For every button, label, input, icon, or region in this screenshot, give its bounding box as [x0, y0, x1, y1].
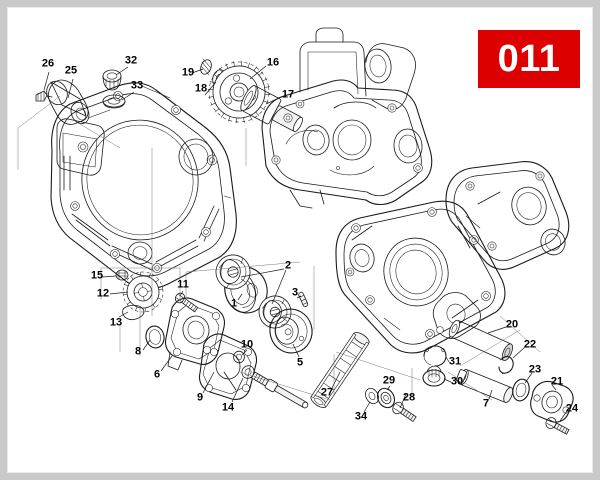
part-33 [102, 94, 126, 109]
callout-13: 13 [109, 316, 123, 329]
callout-12: 12 [96, 287, 110, 300]
page-index-number: 011 [497, 37, 561, 80]
pump-drive-gear-12 [122, 271, 164, 313]
callout-27: 27 [320, 386, 334, 399]
circlip-31 [423, 345, 447, 367]
callout-8: 8 [134, 345, 142, 358]
callout-14: 14 [221, 401, 235, 414]
inner-rotor-2-lower [258, 295, 292, 329]
callout-26: 26 [41, 57, 55, 70]
washer-29 [376, 387, 396, 409]
bracket-21 [530, 380, 574, 423]
plunger-7 [455, 369, 514, 403]
callout-7: 7 [482, 397, 490, 410]
outer-rotor-5 [269, 308, 313, 354]
pump-screw-11 [174, 292, 199, 313]
callout-16: 16 [266, 56, 280, 69]
callout-32: 32 [124, 54, 138, 67]
callout-19: 19 [181, 66, 195, 79]
right-crankcase-lower [335, 200, 506, 354]
drive-gear-16 [207, 60, 271, 124]
callout-2: 2 [284, 259, 292, 272]
bolt-28 [392, 401, 417, 423]
pump-shaft-14 [241, 365, 309, 409]
washer-34 [365, 387, 379, 405]
callout-10: 10 [240, 338, 254, 351]
part-19 [200, 58, 212, 76]
callout-3: 3 [291, 286, 299, 299]
part-32 [102, 69, 122, 91]
callout-28: 28 [402, 391, 416, 404]
callout-18: 18 [194, 82, 208, 95]
right-crankcase-upper [261, 27, 433, 209]
callout-15: 15 [90, 269, 104, 282]
right-case-section [445, 161, 570, 270]
callout-24: 24 [565, 402, 579, 415]
callout-17: 17 [281, 88, 295, 101]
callout-6: 6 [153, 368, 161, 381]
relief-valve-20 [448, 319, 513, 361]
pump-pin-3 [298, 291, 309, 307]
callout-31: 31 [448, 355, 462, 368]
woodruff-key-13 [122, 304, 145, 321]
circlip-22 [498, 356, 514, 375]
oil-filter-25 [46, 79, 90, 125]
assembly-guides [17, 95, 541, 401]
inner-rotor-2-upper [215, 254, 251, 290]
part-15 [115, 269, 129, 281]
callout-23: 23 [528, 363, 542, 376]
callout-34: 34 [354, 410, 368, 423]
callout-1: 1 [230, 297, 238, 310]
callout-21: 21 [550, 375, 564, 388]
callout-11: 11 [177, 278, 189, 291]
leader-lines [43, 65, 568, 422]
callout-33: 33 [130, 79, 144, 92]
page-index-badge: 011 [478, 30, 580, 88]
callout-25: 25 [64, 64, 78, 77]
callout-5: 5 [296, 356, 304, 369]
o-ring-8 [145, 325, 165, 349]
callout-9: 9 [196, 391, 204, 404]
callout-22: 22 [523, 338, 537, 351]
plug-30 [422, 365, 446, 387]
callout-30: 30 [450, 375, 464, 388]
o-ring-23 [512, 378, 530, 402]
left-crankcase-cover [50, 82, 237, 290]
filter-bolt-26 [35, 90, 53, 102]
oil-pump-body-6 [164, 297, 226, 371]
oil-strainer-27 [310, 331, 370, 409]
oil-pump-cover-9 [198, 333, 258, 400]
dowel-10 [233, 350, 245, 364]
callout-29: 29 [382, 374, 396, 387]
callout-20: 20 [505, 318, 519, 331]
bolt-24 [545, 417, 570, 435]
